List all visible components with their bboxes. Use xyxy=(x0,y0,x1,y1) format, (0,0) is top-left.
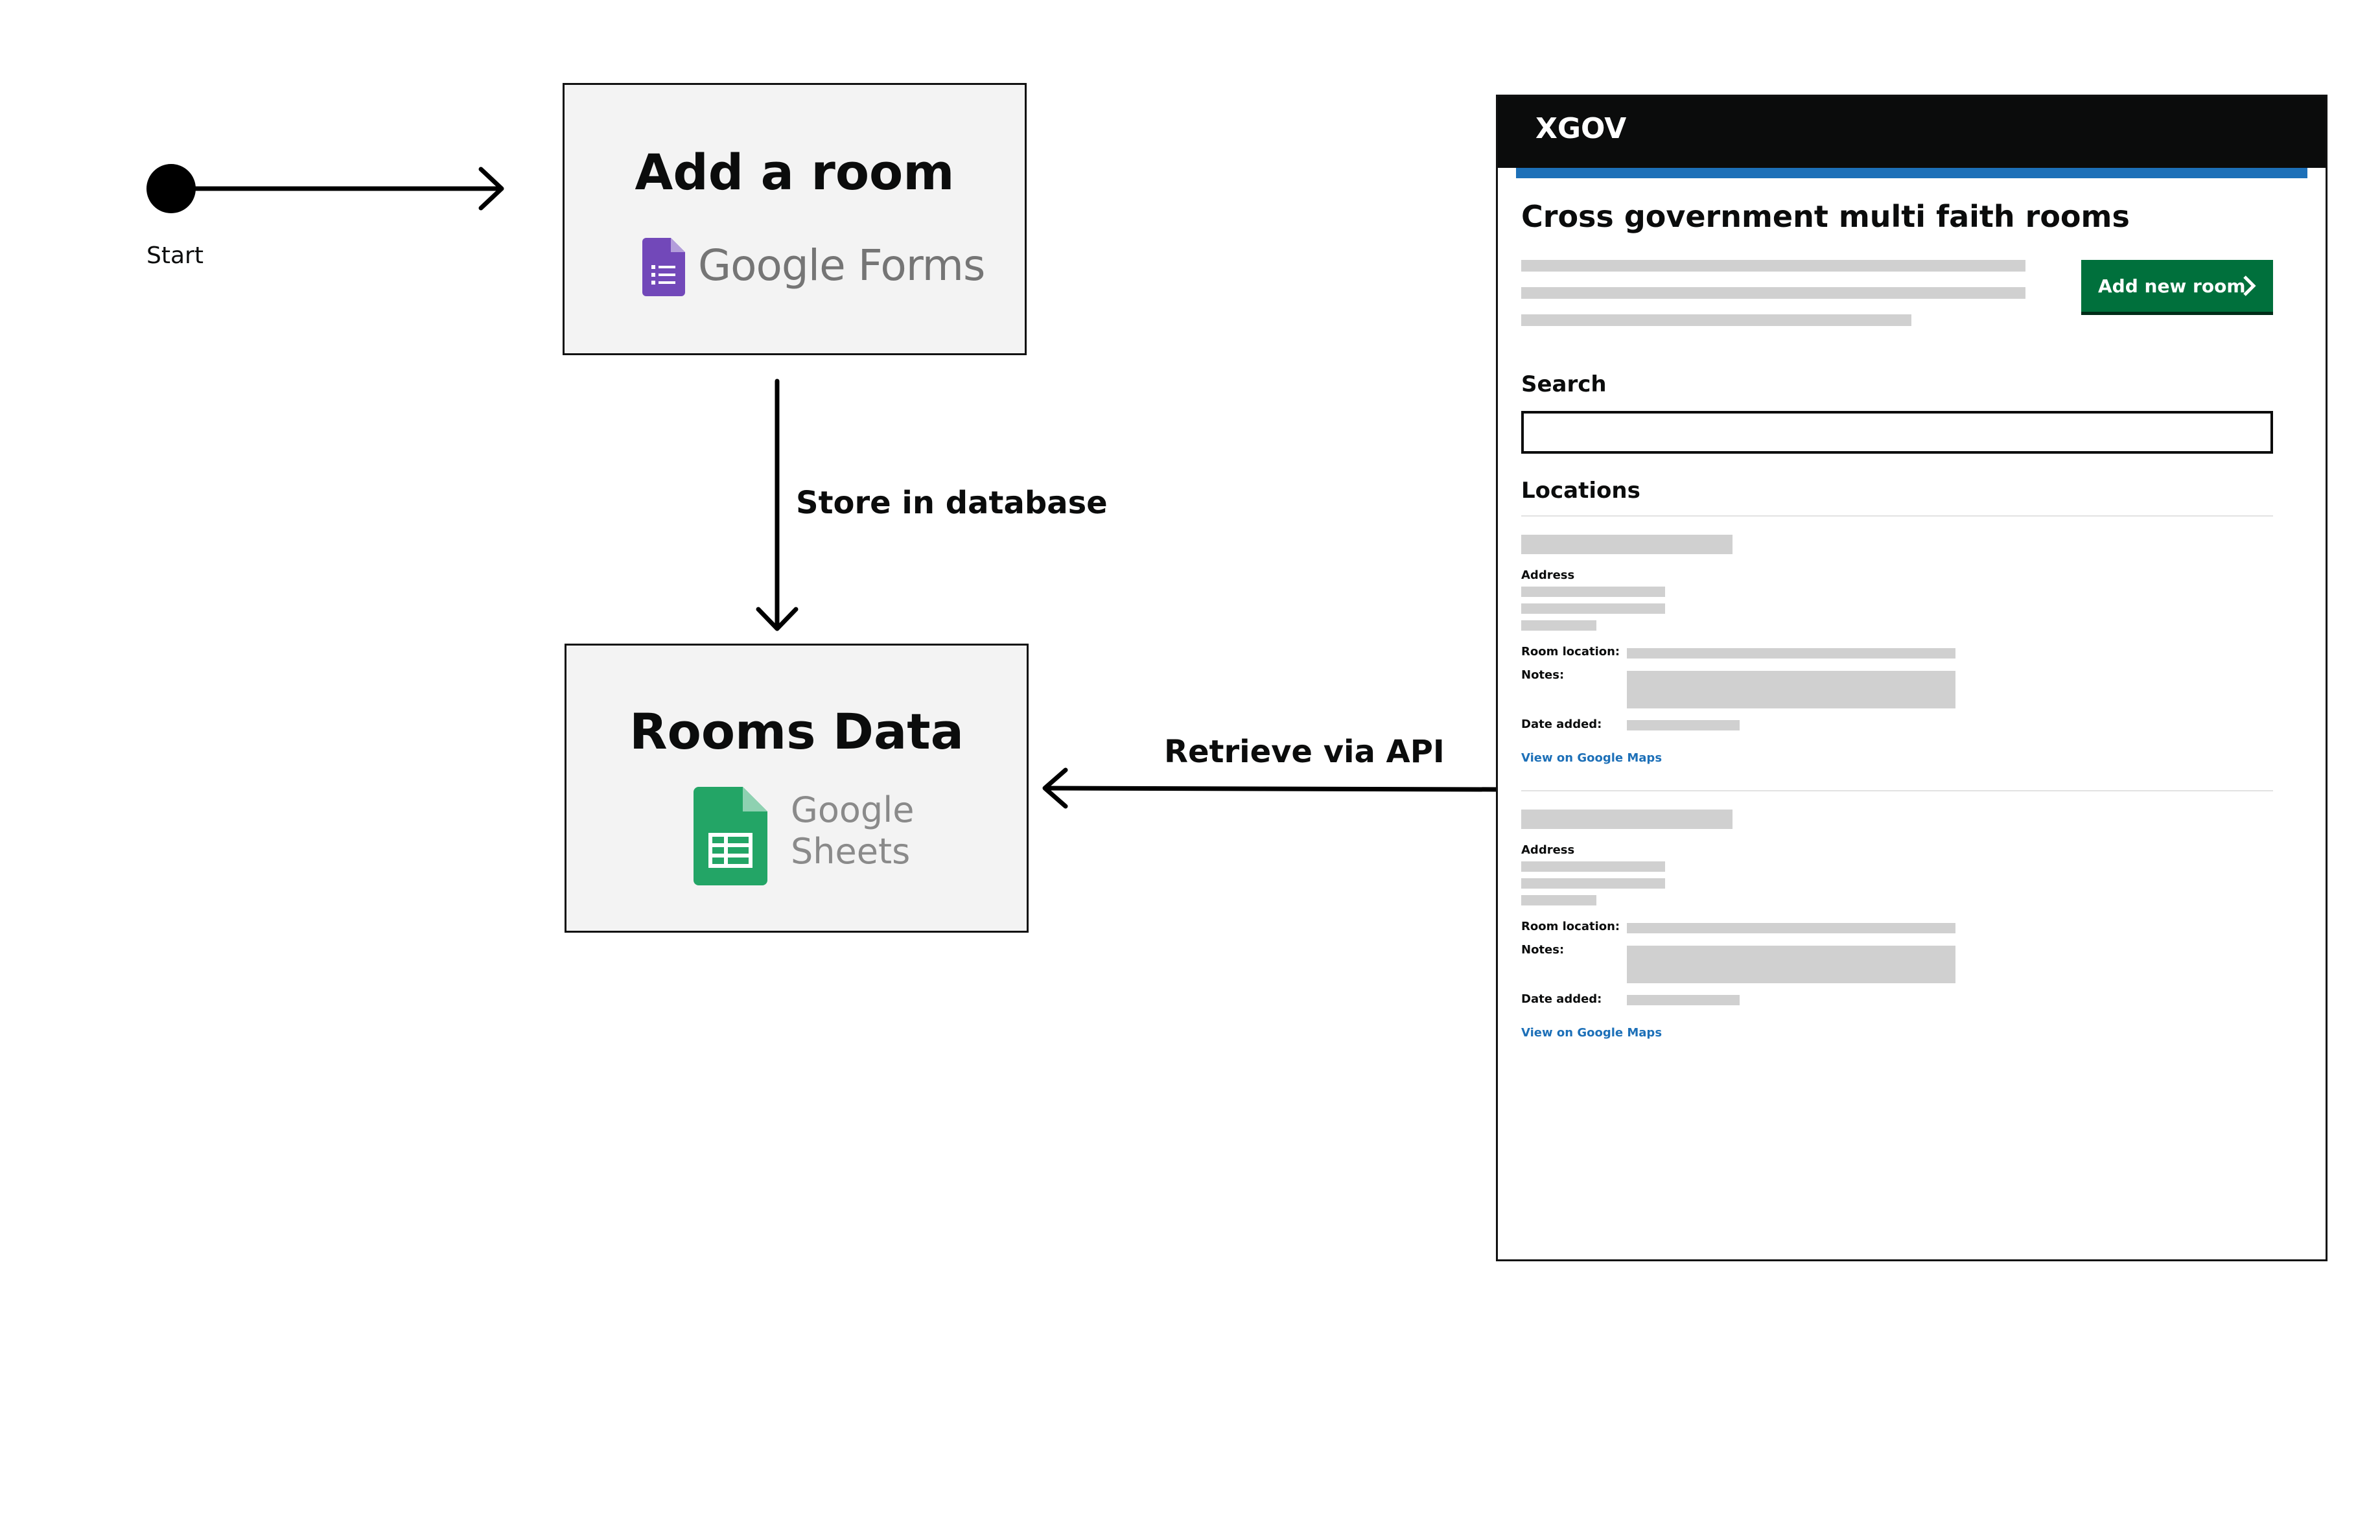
address-label: Address xyxy=(1521,843,1575,857)
google-forms-wordmark: Google Forms xyxy=(698,240,985,290)
web-app-mockup: XGOV Cross government multi faith rooms … xyxy=(1496,95,2328,1261)
add-room-title: Add a room xyxy=(635,143,955,201)
google-forms-icon xyxy=(642,238,685,296)
notes-placeholder xyxy=(1627,946,1955,983)
date-added-label: Date added: xyxy=(1521,992,1602,1006)
start-arrow xyxy=(193,167,504,211)
location-name-placeholder xyxy=(1521,810,1732,829)
view-on-google-maps-link[interactable]: View on Google Maps xyxy=(1521,1026,1662,1040)
view-on-google-maps-link[interactable]: View on Google Maps xyxy=(1521,751,1662,765)
intro-text-placeholder xyxy=(1521,314,1911,326)
date-added-label: Date added: xyxy=(1521,718,1602,731)
notes-label: Notes: xyxy=(1521,668,1565,682)
address-line-placeholder xyxy=(1521,620,1596,631)
page-title: Cross government multi faith rooms xyxy=(1521,199,2130,234)
start-node xyxy=(146,164,196,213)
retrieve-arrow xyxy=(1042,767,1499,809)
divider xyxy=(1521,515,2273,517)
address-line-placeholder xyxy=(1521,861,1665,872)
store-arrow xyxy=(756,379,799,631)
address-line-placeholder xyxy=(1521,603,1665,614)
rooms-data-title: Rooms Data xyxy=(629,703,964,760)
divider xyxy=(1521,790,2273,791)
google-sheets-word-2: Sheets xyxy=(791,831,911,872)
site-header: XGOV xyxy=(1498,97,2326,168)
notes-label: Notes: xyxy=(1521,943,1565,957)
retrieve-edge-label: Retrieve via API xyxy=(1164,734,1445,770)
address-line-placeholder xyxy=(1521,895,1596,905)
room-location-label: Room location: xyxy=(1521,920,1620,933)
start-label: Start xyxy=(146,242,204,269)
date-added-placeholder xyxy=(1627,720,1740,730)
google-sheets-icon xyxy=(694,787,767,885)
intro-text-placeholder xyxy=(1521,287,2025,299)
chevron-right-icon xyxy=(2243,275,2256,296)
date-added-placeholder xyxy=(1627,995,1740,1005)
google-sheets-word-1: Google xyxy=(791,789,915,830)
store-edge-label: Store in database xyxy=(796,485,1108,521)
room-location-placeholder xyxy=(1627,923,1955,933)
room-location-label: Room location: xyxy=(1521,645,1620,659)
search-input[interactable] xyxy=(1521,411,2273,454)
location-name-placeholder xyxy=(1521,535,1732,554)
address-line-placeholder xyxy=(1521,878,1665,889)
search-label: Search xyxy=(1521,371,1607,397)
add-room-node: Add a room Google Forms xyxy=(563,83,1027,355)
add-new-room-button[interactable]: Add new room xyxy=(2081,260,2273,312)
intro-text-placeholder xyxy=(1521,260,2025,272)
header-accent-bar xyxy=(1516,168,2307,178)
add-new-room-label: Add new room xyxy=(2098,275,2246,297)
site-logo[interactable]: XGOV xyxy=(1535,112,1627,145)
notes-placeholder xyxy=(1627,671,1955,708)
address-line-placeholder xyxy=(1521,587,1665,597)
locations-heading: Locations xyxy=(1521,478,1640,504)
address-label: Address xyxy=(1521,568,1575,582)
rooms-data-node: Rooms Data Google Sheets xyxy=(565,644,1029,933)
room-location-placeholder xyxy=(1627,648,1955,659)
